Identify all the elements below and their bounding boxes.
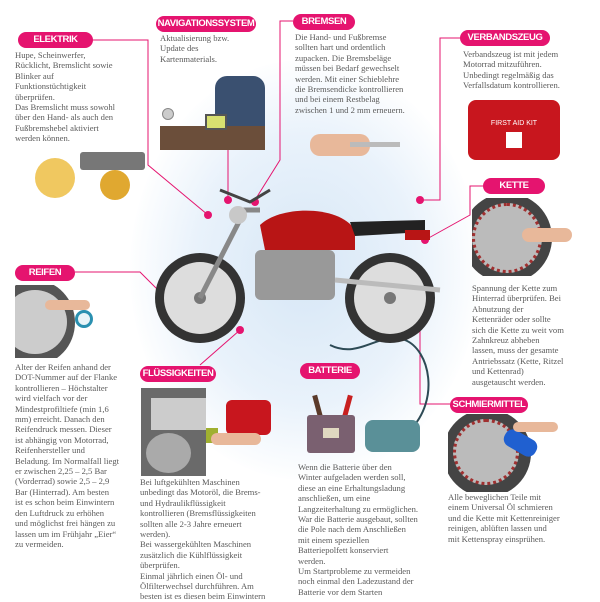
section-title-navigation: NAVIGATIONSSYSTEM (156, 16, 256, 32)
section-title-kette: KETTE (483, 178, 545, 194)
chain-illustration (472, 198, 575, 276)
battery-charger-illustration (305, 385, 435, 457)
section-title-fluessigkeiten: FLÜSSIGKEITEN (140, 366, 216, 382)
section-title-bremsen: BREMSEN (293, 14, 355, 30)
section-text-fluessigkeiten: Bei luftgekühlten Maschinen unbedingt da… (140, 477, 266, 602)
first-aid-kit-label: FIRST AID KIT (490, 120, 538, 127)
section-title-elektrik: ELEKTRIK (18, 32, 93, 48)
motorcycle-illustration (155, 188, 441, 343)
section-title-batterie: BATTERIE (300, 363, 360, 379)
dot-navigation (224, 196, 232, 204)
section-text-batterie: Wenn die Batterie über den Winter aufgel… (298, 462, 419, 597)
section-title-verbandszeug: VERBANDSZEUG (460, 30, 550, 46)
first-aid-kit-illustration: FIRST AID KIT (468, 100, 560, 160)
connector-reifen (75, 271, 161, 293)
dot-fluessigkeiten (236, 326, 244, 334)
connector-verbandszeug (420, 37, 460, 201)
section-title-schmiermittel: SCHMIERMITTEL (450, 397, 528, 413)
section-text-bremsen: Die Hand- und Fußbremse sollten hart und… (295, 32, 405, 115)
connector-elektrik (93, 39, 209, 216)
headlight-illustration (20, 150, 145, 205)
fluids-illustration (141, 388, 271, 476)
section-text-elektrik: Hupe, Scheinwerfer, Rücklicht, Bremslich… (15, 50, 116, 144)
chain-lubricant-illustration (448, 414, 558, 492)
navigation-illustration (160, 76, 265, 150)
connector-kette (424, 185, 483, 241)
section-text-reifen: Alter der Reifen anhand der DOT-Nummer a… (15, 362, 120, 549)
connector-bremsen (254, 20, 293, 201)
section-text-navigation: Aktualisierung bzw. Update des Kartenmat… (160, 33, 230, 64)
tire-pressure-illustration (15, 285, 93, 358)
section-title-reifen: REIFEN (15, 265, 75, 281)
brake-hand-illustration (300, 122, 400, 174)
section-text-schmiermittel: Alle beweglichen Teile mit einem Univers… (448, 492, 560, 544)
dot-verbandszeug (416, 196, 424, 204)
dot-elektrik (204, 211, 212, 219)
section-text-verbandszeug: Verbandszeug ist mit jedem Motorrad mitz… (463, 49, 560, 91)
connector-fluessigkeiten (199, 329, 241, 366)
section-text-kette: Spannung der Kette zum Hinterrad überprü… (472, 283, 564, 387)
